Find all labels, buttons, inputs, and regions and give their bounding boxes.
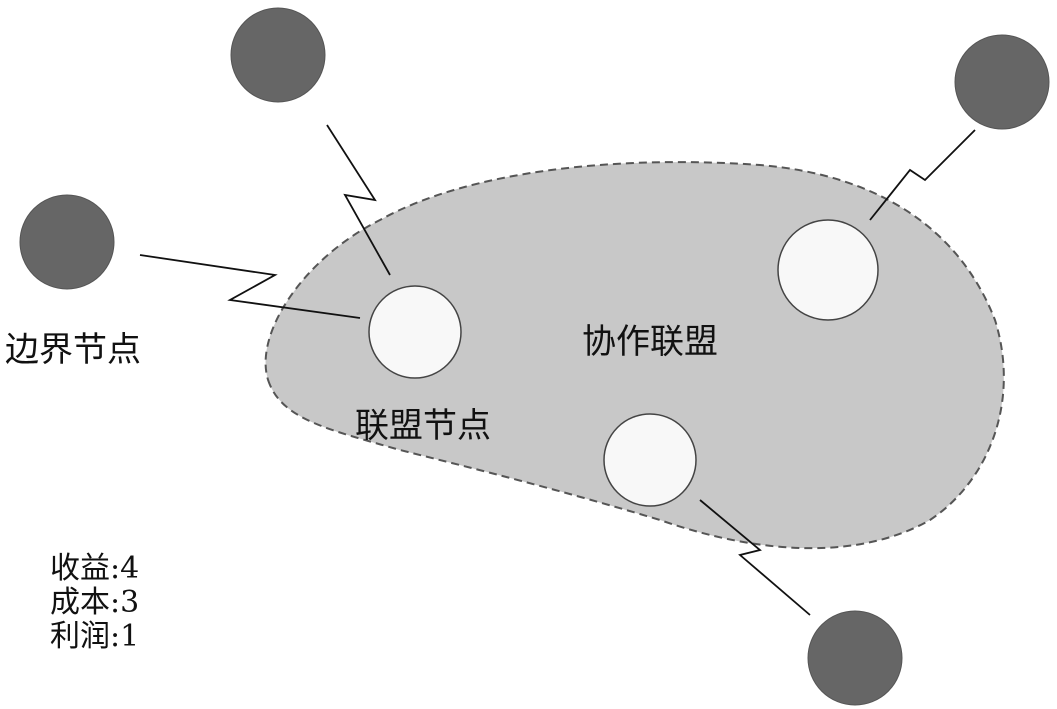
boundary-nodes [19, 7, 1050, 706]
link-2 [139, 254, 361, 319]
boundary-node [807, 610, 903, 706]
alliance-node-label: 联盟节点 [355, 406, 491, 446]
alliance-node [368, 285, 462, 379]
stat-cost: 成本:3 [50, 585, 140, 620]
boundary-node [954, 34, 1050, 130]
boundary-node-label: 边界节点 [5, 330, 141, 370]
alliance-node [603, 413, 697, 507]
boundary-node [19, 194, 115, 290]
alliance-node [777, 219, 879, 321]
cooperative-alliance-label: 协作联盟 [582, 322, 718, 362]
link-3 [869, 129, 976, 221]
boundary-node [230, 7, 326, 103]
stat-profit: 利润:1 [50, 619, 140, 654]
alliance-nodes [368, 219, 879, 507]
link-1 [326, 124, 391, 276]
stat-revenue: 收益:4 [50, 551, 140, 586]
link-4 [699, 499, 811, 616]
